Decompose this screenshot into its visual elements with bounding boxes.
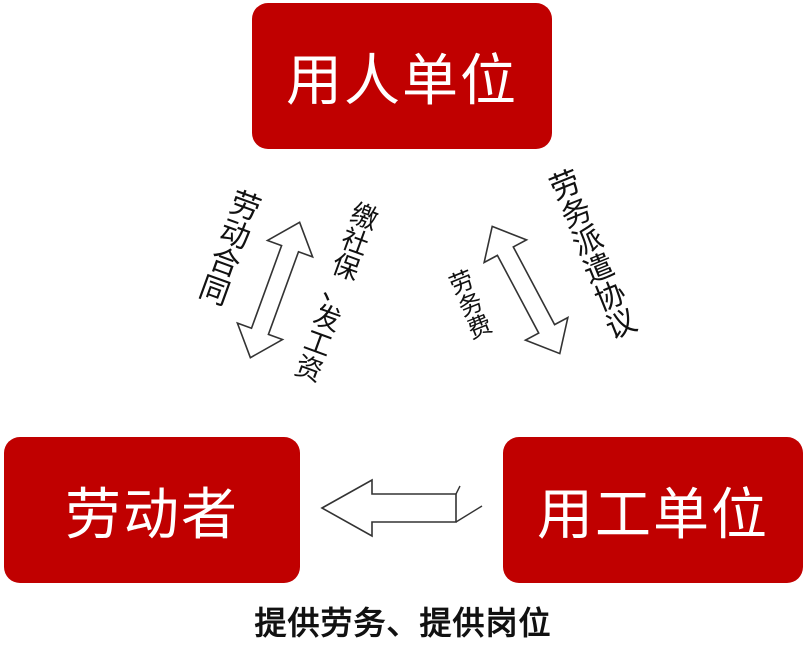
- employer-label: 用人单位: [286, 48, 518, 114]
- employer-userunit-double-arrow: [482, 225, 570, 355]
- user-unit-node: 用工单位: [503, 437, 803, 583]
- user-unit-label: 用工单位: [537, 482, 769, 548]
- employer-worker-double-arrow: [236, 221, 314, 359]
- worker-label: 劳动者: [65, 482, 239, 548]
- userunit-to-worker-arrow: [320, 478, 483, 538]
- employer-node: 用人单位: [252, 3, 552, 149]
- bottom-caption: 提供劳务、提供岗位: [254, 604, 552, 642]
- worker-node: 劳动者: [4, 437, 300, 583]
